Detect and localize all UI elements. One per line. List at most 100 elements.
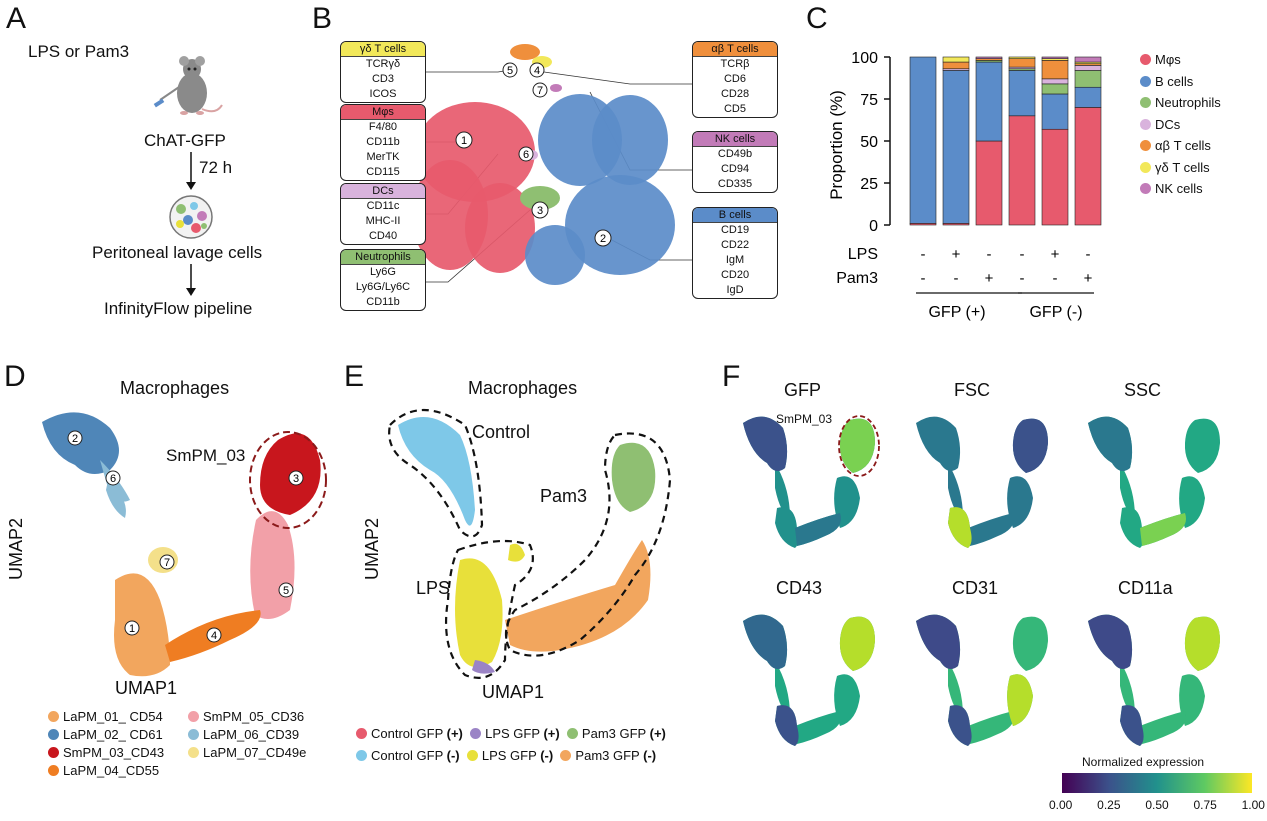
- svg-text:5: 5: [283, 585, 289, 597]
- tsne-cluster-6: 6: [523, 149, 529, 161]
- y-tick-label: 0: [869, 218, 878, 235]
- y-axis-label: UMAP2: [362, 517, 382, 580]
- panel-e-letter: E: [344, 360, 365, 393]
- panel-e-title: Macrophages: [468, 378, 578, 398]
- bar-segment: [1041, 93, 1069, 130]
- pam3-sign: +: [985, 270, 994, 287]
- label-pam3: Pam3: [540, 486, 588, 506]
- tsne-cluster-7: 7: [537, 85, 543, 97]
- label-control: Control: [472, 422, 531, 442]
- tsne-cluster-1: 1: [461, 135, 467, 147]
- tsne-cluster-3: 3: [537, 205, 543, 217]
- feature-plot-ssc: [1088, 416, 1220, 548]
- svg-text:4: 4: [211, 630, 217, 642]
- feature-title-gfp: GFP: [784, 380, 822, 400]
- svg-text:7: 7: [164, 557, 170, 569]
- bar-segment: [975, 56, 1003, 59]
- umap-treatment-plot: [388, 408, 672, 679]
- x-axis-label: UMAP1: [482, 682, 545, 702]
- mouse-icon: [153, 56, 223, 115]
- tsne-cluster-4: 4: [534, 65, 540, 77]
- y-axis-label: UMAP2: [6, 517, 26, 580]
- feature-title-cd11a: CD11a: [1118, 578, 1173, 598]
- bar-segment: [975, 140, 1003, 226]
- bar-segment: [975, 61, 1003, 142]
- marker-box-nk-cells: NK cells CD49b CD94 CD335: [692, 131, 778, 193]
- lps-sign: +: [952, 246, 961, 263]
- pipeline-label: InfinityFlow pipeline: [104, 299, 253, 318]
- y-tick-label: 75: [860, 92, 878, 109]
- feature-title-ssc: SSC: [1124, 380, 1162, 400]
- legend-item: Mφs: [1140, 52, 1221, 74]
- lps-sign: +: [1051, 246, 1060, 263]
- row-label-lps: LPS: [848, 246, 878, 263]
- pam3-sign: +: [1084, 270, 1093, 287]
- legend-item: LaPM_07_CD49e: [188, 744, 306, 762]
- bar-segment: [1041, 60, 1069, 80]
- tsne-cluster-5: 5: [507, 65, 513, 77]
- lps-sign: -: [1086, 246, 1091, 263]
- y-axis-label: Proportion (%): [827, 90, 846, 200]
- legend-item: LaPM_06_CD39: [188, 726, 306, 744]
- label-lps: LPS: [416, 578, 451, 598]
- bar-segment: [1041, 83, 1069, 95]
- marker-box-b-cells: B cells CD19 CD22 IgM CD20 IgD: [692, 207, 778, 299]
- panel-d-title: Macrophages: [120, 378, 230, 398]
- bar-segment: [1041, 128, 1069, 226]
- bar-segment: [1074, 65, 1102, 71]
- svg-text:6: 6: [110, 473, 116, 485]
- umap-clusters-plot: 1 2 3 4 5 6 7: [42, 412, 327, 677]
- feature-title-cd43: CD43: [776, 578, 823, 598]
- lps-sign: -: [987, 246, 992, 263]
- lps-sign: -: [921, 246, 926, 263]
- bar-segment: [1041, 78, 1069, 85]
- marker-box-ab-t-cells: αβ T cells TCRβ CD6 CD28 CD5: [692, 41, 778, 118]
- panel-c-letter: C: [806, 2, 828, 35]
- arrow-down-icon: [186, 264, 196, 296]
- bar-segment: [1074, 70, 1102, 88]
- bar-segment: [942, 70, 970, 224]
- bar-segment: [1074, 56, 1102, 63]
- row-label-pam3: Pam3: [836, 270, 878, 287]
- cell-dish-icon: [169, 195, 213, 239]
- y-tick-label: 25: [860, 176, 878, 193]
- y-tick-label: 100: [851, 50, 878, 67]
- pam3-sign: -: [1053, 270, 1058, 287]
- panel-b-letter: B: [312, 2, 333, 35]
- feature-plot-cd31: [916, 614, 1048, 746]
- bar-segment: [909, 56, 937, 224]
- cluster-legend: LaPM_01_ CD54 LaPM_02_ CD61 SmPM_03_CD43…: [48, 708, 164, 780]
- svg-text:1: 1: [129, 623, 135, 635]
- feature-plots: [743, 415, 1220, 746]
- arrow-down-icon: [186, 152, 196, 190]
- colorbar-title: Normalized expression: [1082, 755, 1205, 769]
- feature-title-cd31: CD31: [952, 578, 999, 598]
- x-axis-label: UMAP1: [115, 678, 178, 698]
- bar-segment: [1074, 86, 1102, 108]
- treatment-legend: Control GFP (-) LPS GFP (-) Pam3 GFP (-): [356, 748, 656, 763]
- legend-item: αβ T cells: [1140, 138, 1221, 160]
- legend-item: SmPM_05_CD36: [188, 708, 306, 726]
- bar-segment: [1008, 58, 1036, 68]
- colorbar: [1062, 773, 1252, 793]
- feature-title-fsc: FSC: [954, 380, 990, 400]
- marker-box-macrophages: Mφs F4/80 CD11b MerTK CD115: [340, 104, 426, 181]
- feature-plot-gfp: [743, 415, 880, 548]
- legend-item: γδ T cells: [1140, 160, 1221, 182]
- legend-item: B cells: [1140, 74, 1221, 96]
- legend-item: LaPM_01_ CD54: [48, 708, 164, 726]
- bar-segment: [1074, 107, 1102, 226]
- bar-segment: [942, 56, 970, 63]
- legend-item: LaPM_04_CD55: [48, 762, 164, 780]
- pam3-sign: -: [1020, 270, 1025, 287]
- treatment-legend: Control GFP (+) LPS GFP (+) Pam3 GFP (+): [356, 726, 666, 741]
- svg-text:3: 3: [293, 473, 299, 485]
- legend-item: LaPM_02_ CD61: [48, 726, 164, 744]
- colorbar-ticks: 0.00 0.25 0.50 0.75 1.00: [1049, 798, 1265, 812]
- mouse-strain-label: ChAT-GFP: [144, 131, 226, 150]
- feature-plot-cd11a: [1088, 614, 1220, 746]
- tsne-cluster-2: 2: [600, 233, 606, 245]
- bar-segment: [1008, 56, 1036, 59]
- legend-item: DCs: [1140, 117, 1221, 139]
- callout-smpm03: SmPM_03: [166, 446, 246, 465]
